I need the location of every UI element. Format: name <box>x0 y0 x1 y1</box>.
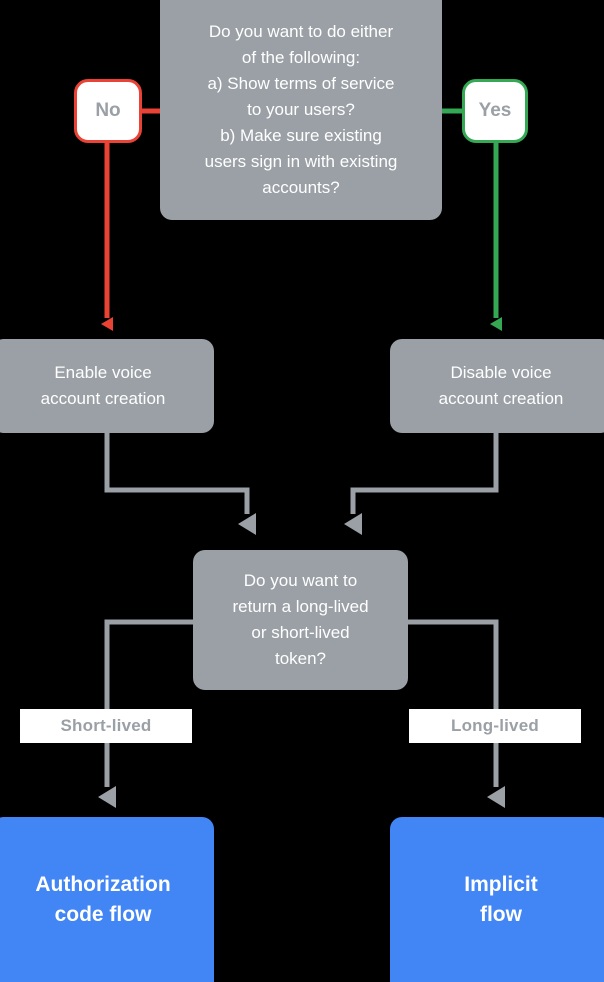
enable-voice-line-2: account creation <box>40 389 166 408</box>
edge-label-short-lived-text: Short-lived <box>60 716 152 735</box>
action-node-disable-voice-account-creation: Disable voice account creation <box>390 339 604 433</box>
answer-pill-no-label: No <box>95 100 121 121</box>
question-token-text: Do you want to return a long-lived or sh… <box>232 568 368 672</box>
answer-pill-yes[interactable]: Yes <box>462 79 528 143</box>
question-top-text: Do you want to do either of the followin… <box>205 19 398 201</box>
answer-pill-no[interactable]: No <box>74 79 142 143</box>
question-top-line-4: to your users? <box>247 100 355 119</box>
disable-voice-line-2: account creation <box>438 389 564 408</box>
edge-disable-to-token <box>344 433 499 535</box>
auth-code-flow-line-2: code flow <box>54 902 152 926</box>
question-node-account-linking: Do you want to do either of the followin… <box>160 0 442 220</box>
implicit-flow-line-1: Implicit <box>464 872 538 896</box>
question-top-line-6: users sign in with existing <box>204 152 398 171</box>
answer-pill-yes-label: Yes <box>478 100 512 121</box>
edge-label-long-lived: Long-lived <box>409 709 581 743</box>
question-top-line-2: of the following: <box>241 48 361 67</box>
question-top-line-1: Do you want to do either <box>208 22 394 41</box>
question-token-line-2: return a long-lived <box>232 597 369 616</box>
question-top-line-5: b) Make sure existing <box>220 126 382 145</box>
edge-label-short-lived: Short-lived <box>20 709 192 743</box>
outcome-node-authorization-code-flow: Authorization code flow <box>0 817 214 982</box>
enable-voice-line-1: Enable voice <box>54 363 152 382</box>
edge-label-long-lived-text: Long-lived <box>451 716 539 735</box>
implicit-flow-text: Implicit flow <box>464 870 538 930</box>
auth-code-flow-line-1: Authorization <box>35 872 171 896</box>
question-token-line-3: or short-lived <box>251 623 350 642</box>
disable-voice-text: Disable voice account creation <box>439 360 564 412</box>
outcome-node-implicit-flow: Implicit flow <box>390 817 604 982</box>
edge-token-to-auth-code <box>98 619 193 808</box>
edge-enable-to-token <box>104 433 256 535</box>
question-token-line-1: Do you want to <box>243 571 358 590</box>
edge-token-to-implicit <box>408 619 505 808</box>
auth-code-flow-text: Authorization code flow <box>35 870 170 930</box>
action-node-enable-voice-account-creation: Enable voice account creation <box>0 339 214 433</box>
enable-voice-text: Enable voice account creation <box>41 360 166 412</box>
question-node-token-lifetime: Do you want to return a long-lived or sh… <box>193 550 408 690</box>
disable-voice-line-1: Disable voice <box>450 363 552 382</box>
question-top-line-7: accounts? <box>262 178 340 197</box>
question-token-line-4: token? <box>274 649 327 668</box>
implicit-flow-line-2: flow <box>479 902 522 926</box>
question-top-line-3: a) Show terms of service <box>207 74 395 93</box>
